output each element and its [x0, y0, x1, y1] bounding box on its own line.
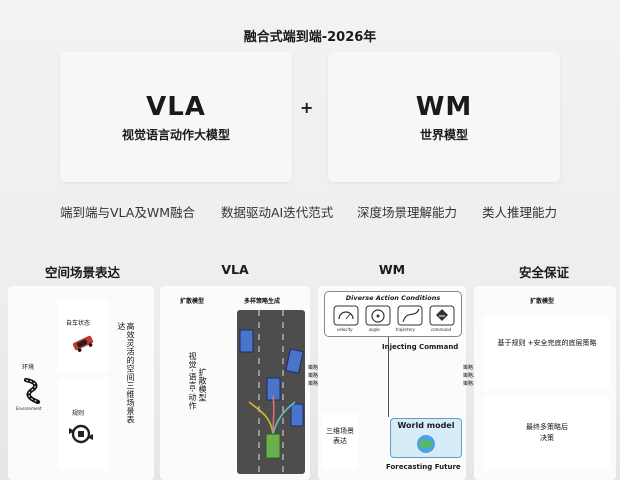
rule-based-policy-text: 基于规则 +安全完底的底层策略 [497, 339, 597, 347]
wm-policy-2: 策略2 [463, 373, 477, 379]
final-policy-text: 最终多策略后决策 [526, 423, 568, 442]
section-title-vla: VLA [221, 262, 249, 277]
conditions-title: Diverse Action Conditions [345, 294, 441, 302]
vla-card-abbr: VLA [146, 91, 206, 122]
rule-based-policy-box: 基于规则 +安全完底的底层策略 [484, 316, 610, 390]
condition-velocity: velocity [336, 327, 353, 332]
world-model-box: World model [390, 418, 462, 458]
vla-diffusion-label: 扩散模型 [180, 298, 205, 305]
vla-card: VLA 视觉语言动作大模型 [60, 52, 292, 182]
vla-vertical-text: 视觉-语言-动作 [188, 352, 197, 410]
ego-vehicle [265, 433, 281, 459]
wm-card-name: 世界模型 [419, 127, 468, 142]
angle-icon [365, 305, 391, 326]
globe-icon [417, 435, 435, 453]
vla-policy-3: 策略3 [308, 381, 322, 387]
environment-label: 环境 [22, 364, 35, 371]
rules-icon [69, 424, 93, 444]
condition-command: command [431, 327, 452, 332]
diverse-action-conditions-box: Diverse Action Conditions velocity angle… [324, 291, 462, 337]
ego-state-panel: 自车状态 [58, 300, 108, 372]
road-car-right [285, 348, 304, 374]
velocity-icon [333, 305, 359, 326]
condition-trajectory: trajectory [395, 327, 416, 332]
trajectory-right [272, 401, 296, 435]
world-model-label: World model [397, 421, 455, 430]
environment-caption: Environment [16, 406, 42, 411]
road-car-right-lower [290, 403, 304, 427]
injecting-arrow-line [388, 337, 389, 417]
vla-policy-2: 策略2 [308, 373, 322, 379]
multi-policy-label: 多样策略生成 [244, 298, 281, 305]
wm-card: WM 世界模型 [328, 52, 560, 182]
wm-policy-1: 策略1 [463, 365, 477, 371]
trajectory-left [248, 401, 274, 435]
page-title: 融合式端到端-2026年 [243, 30, 377, 45]
vla-card-name: 视觉语言动作大模型 [121, 127, 230, 142]
command-icon [429, 305, 455, 326]
trajectory-center [272, 395, 275, 435]
road-car-left [239, 329, 254, 353]
condition-angle: angle [368, 327, 380, 332]
trajectory-icon [397, 305, 423, 326]
scene-3d-box: 三维场景表达 [322, 414, 358, 470]
capability-scene-understanding: 深度场景理解能力 [357, 205, 458, 220]
ego-car-icon [72, 335, 94, 352]
section-title-safety: 安全保证 [518, 265, 569, 280]
injecting-command-label: Injecting Command [382, 343, 459, 351]
multi-policy-road-scene [237, 310, 305, 474]
section-title-wm: WM [378, 262, 406, 277]
condition-icons [333, 305, 455, 326]
capability-fusion: 端到端与VLA及WM融合 [60, 205, 195, 220]
rules-panel: 规则 [58, 378, 108, 470]
final-policy-box: 最终多策略后决策 [484, 396, 610, 470]
wm-policy-3: 策略3 [463, 381, 477, 387]
ego-state-label: 自车状态 [66, 320, 91, 327]
plus-sign: + [300, 98, 314, 117]
rules-label: 规则 [72, 410, 85, 417]
vla-policy-1: 策略1 [308, 365, 322, 371]
environment-icon [23, 378, 41, 404]
forecasting-future-label: Forecasting Future [386, 463, 461, 471]
safety-diffusion-label: 扩散模型 [530, 298, 555, 305]
wm-card-abbr: WM [415, 91, 473, 122]
spatial-3d-representation-text: 高效灵活的空间三维场景表达 [117, 322, 135, 424]
capability-humanlike-reasoning: 类人推理能力 [482, 205, 558, 220]
scene-3d-label: 三维场景表达 [326, 427, 354, 445]
diffusion-vertical-text: 扩散模型 [198, 368, 207, 402]
capability-data-driven: 数据驱动AI迭代范式 [221, 205, 334, 220]
section-title-spatial: 空间场景表达 [44, 265, 120, 280]
